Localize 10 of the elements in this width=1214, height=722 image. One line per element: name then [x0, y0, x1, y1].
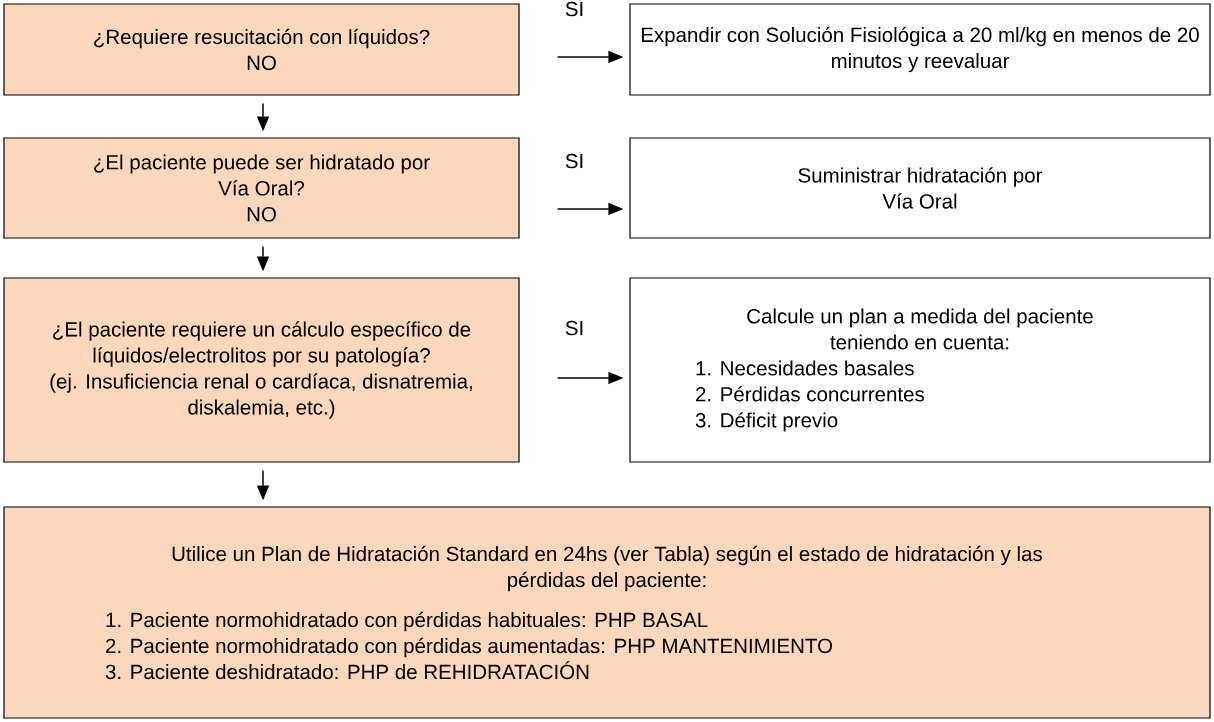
result-box: Utilice un Plan de Hidratación Standard en 24hs (ver Tabla) según el estado de hidratación y las pérdidas del paciente: 1. Paciente normohidratado con pérdidas habituales: PHP BASAL 2. Paciente normohidratado con pérdidas aumentadas: PHP MANTENIMIENTO 3. Paciente deshidratado: PHP de REHIDRATACIÓN — [3, 506, 1211, 719]
decision-box: ¿Requiere resucitación con líquidos? NO — [3, 3, 520, 96]
edge-label: SI — [565, 320, 583, 336]
decision-box: ¿El paciente puede ser hidratado por Vía Oral? NO — [3, 137, 520, 239]
action-box: Suministrar hidratación por Vía Oral — [629, 137, 1211, 239]
edge-label: SI — [565, 153, 583, 169]
action-box: Expandir con Solución Fisiológica a 20 ml/kg en menos de 20 minutos y reevaluar — [629, 3, 1211, 96]
edge-label: SI — [565, 1, 583, 17]
action-box: Calcule un plan a medida del paciente teniendo en cuenta: 1. Necesidades basales 2. Pérdidas concurrentes 3. Déficit previo — [629, 277, 1211, 463]
decision-box: ¿El paciente requiere un cálculo específico de líquidos/electrolitos por su patología? (ej. Insuficiencia renal o cardíaca, disnatremia, diskalemia, etc.) — [3, 277, 520, 463]
